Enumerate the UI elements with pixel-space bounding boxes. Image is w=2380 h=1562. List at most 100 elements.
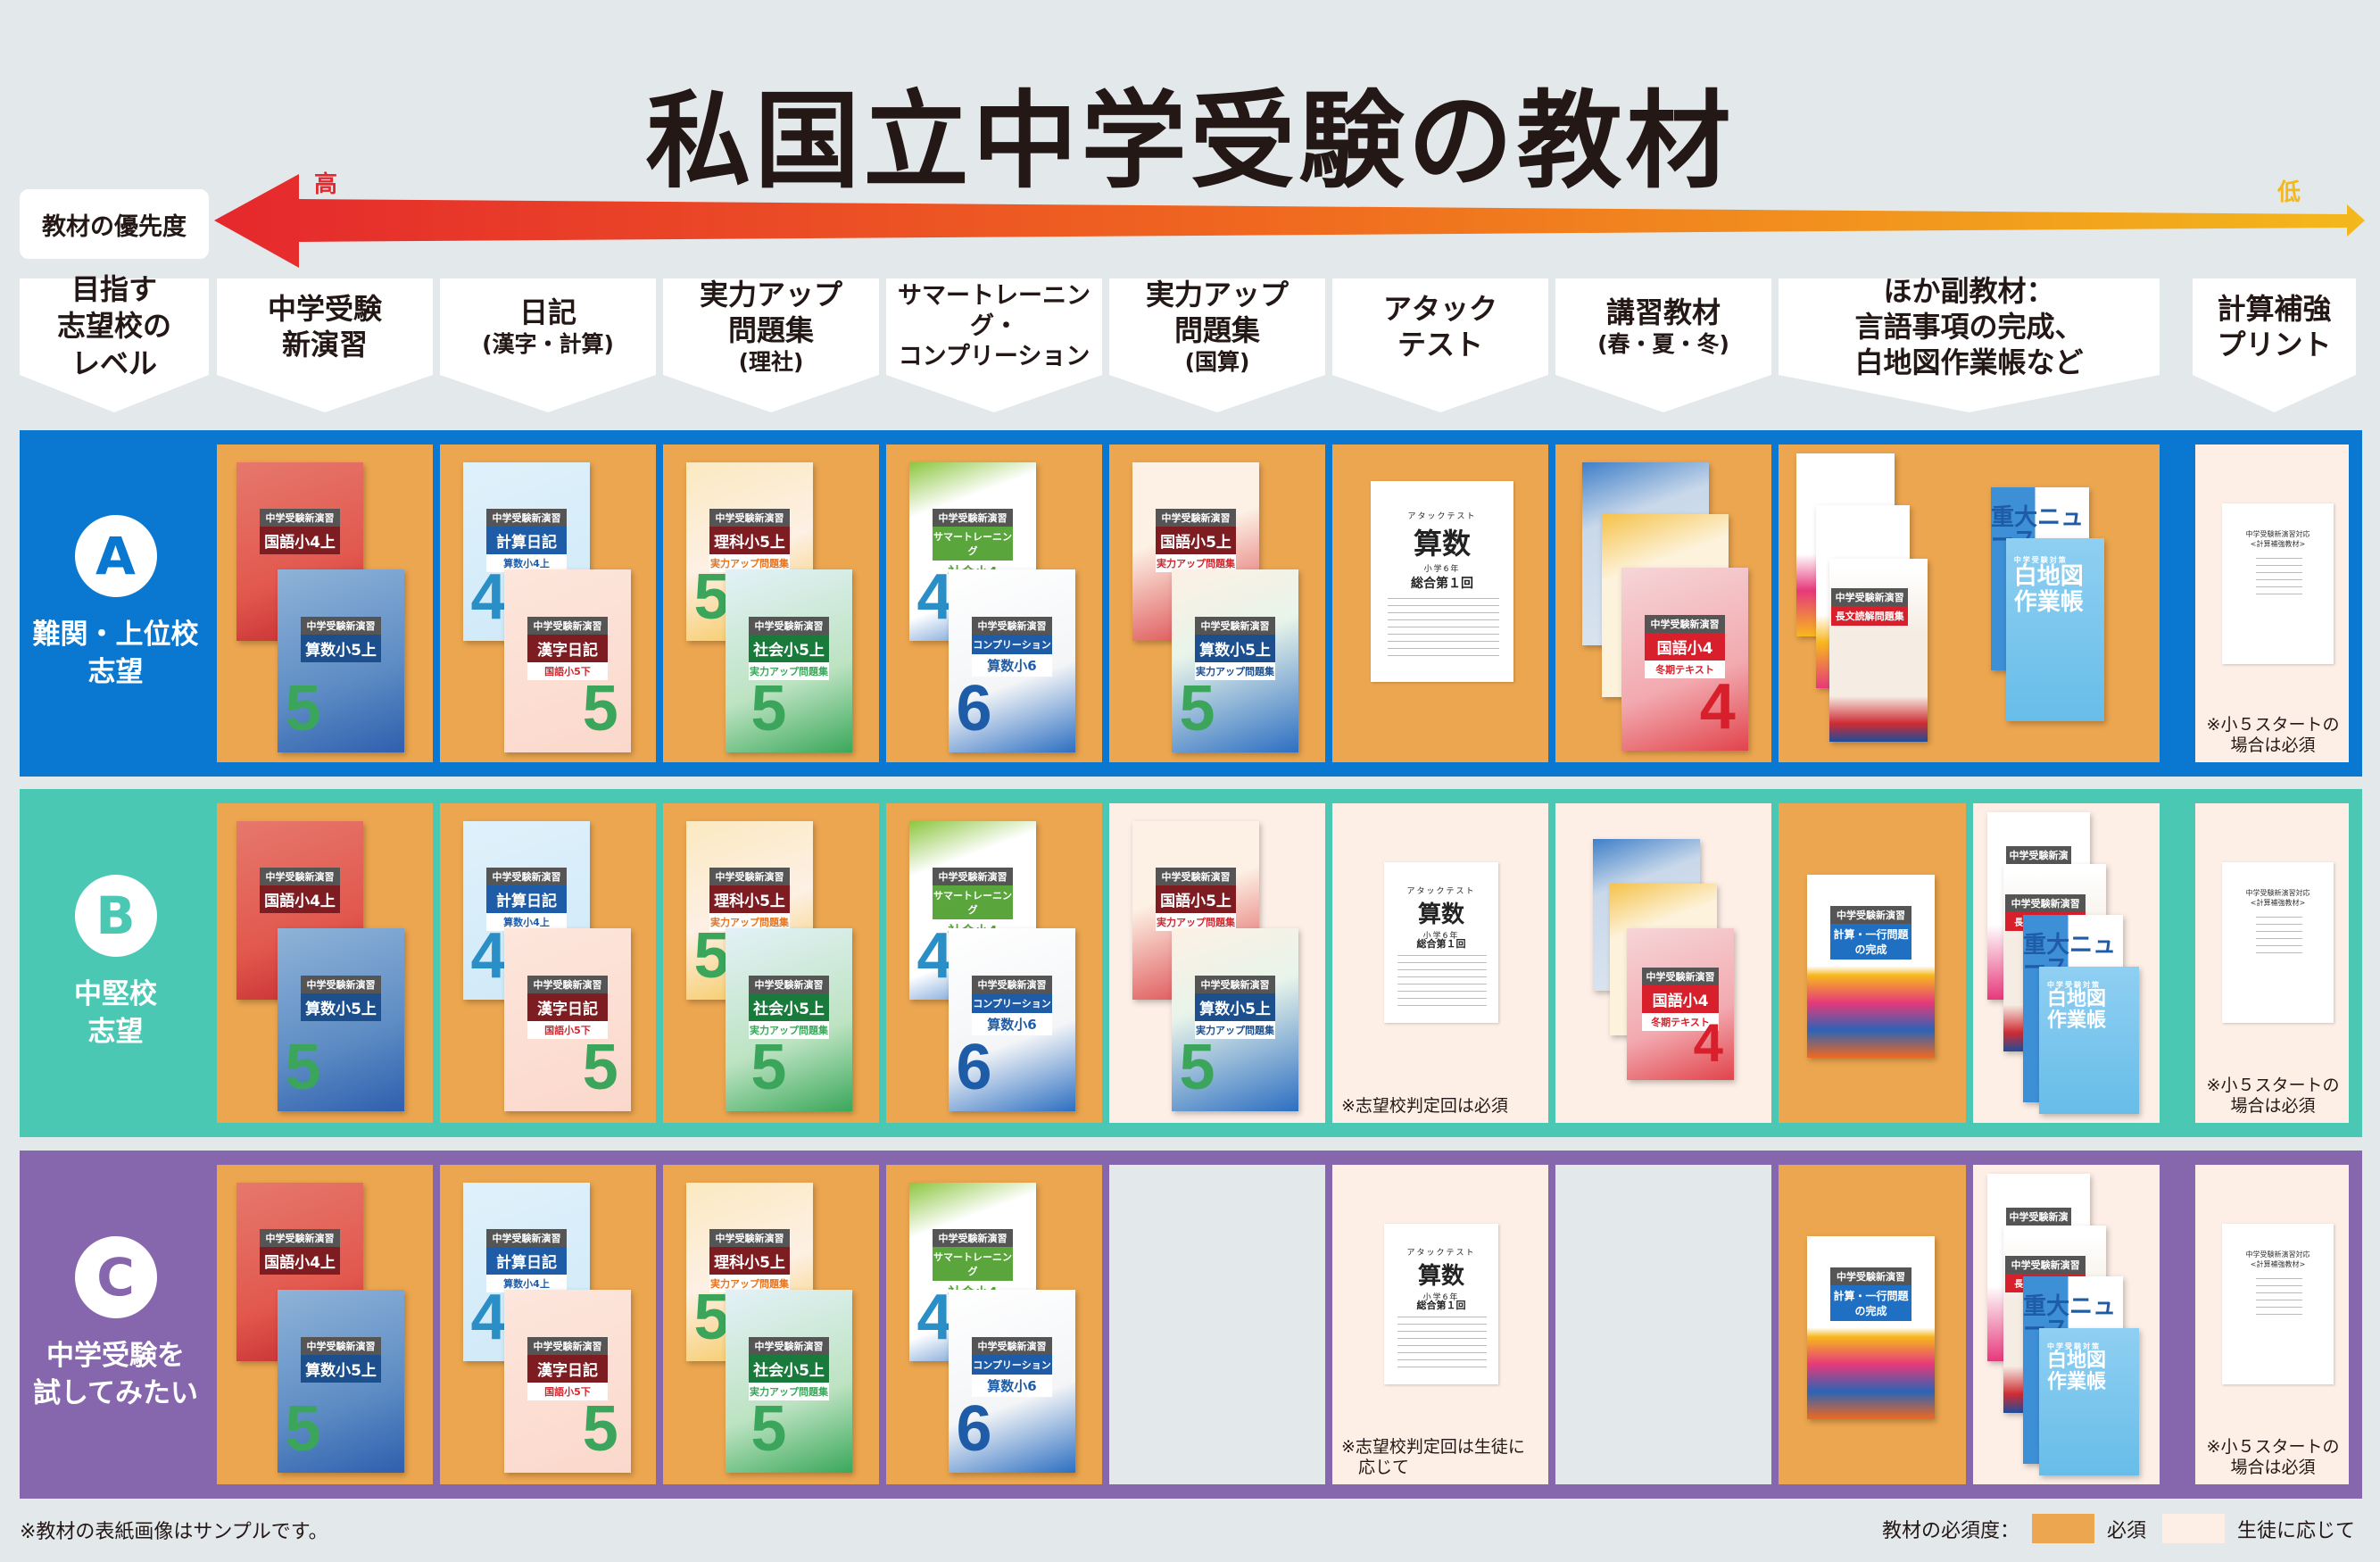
column-header-label: サマートレーニング・ コンプリーション — [898, 282, 1090, 370]
cover-complete-sansu-6: 中学受験新演習コンプリーション算数小6 6 — [949, 928, 1075, 1111]
level-label: 中堅校 志望 — [74, 978, 157, 1048]
cover-attack-test-sansu: アタックテスト算数小学6年 総合第１回 — [1384, 862, 1498, 1023]
cell-other-materials-required: 中学受験新演習計算・一行問題の完成 — [1779, 803, 1966, 1123]
column-header-level: 目指す 志望校の レベル — [20, 272, 209, 412]
level-label: 難関・上位校 志望 — [32, 619, 199, 688]
cell-summer-completion: 中学受験新演習サマートレーニング社会小4 4 中学受験新演習コンプリーション算数… — [886, 1165, 1102, 1484]
level-a: A 難関・上位校 志望 — [20, 430, 211, 777]
cell-jitsuryoku-kokusan: 中学受験新演習国語小5上実力アップ問題集 中学受験新演習算数小5上実力アップ問題… — [1109, 803, 1325, 1123]
cell-other-materials-required: 中学受験新演習計算・一行問題の完成 — [1779, 1165, 1966, 1484]
cell-shin-enshu: 中学受験新演習国語小4上 中学受験新演習算数小5上 5 — [217, 445, 433, 762]
priority-low-label: 低 — [2277, 179, 2301, 206]
cover-keisan-print: 中学受験新演習対応 <計算補強教材> — [2222, 1224, 2334, 1384]
column-header-label: 日記 — [518, 295, 576, 330]
cover-shirochizu: 中学受験対策白地図 作業帳 — [2039, 967, 2139, 1114]
cell-note: ※小５スタートの 場合は必須 — [2206, 1075, 2340, 1117]
cover-sansu-5-jitsuryoku: 中学受験新演習算数小5上実力アップ問題集 5 — [1172, 928, 1298, 1111]
cover-keisan-print: 中学受験新演習対応 <計算補強教材> — [2222, 503, 2334, 664]
column-header-label: 中学受験 新演習 — [267, 292, 382, 361]
cell-nikki: 中学受験新演習計算日記算数小4上 4 中学受験新演習漢字日記国語小5下 5 — [440, 445, 656, 762]
cover-kanji-nikki: 中学受験新演習漢字日記国語小5下 5 — [504, 569, 631, 752]
cover-shirochizu: 中学受験対策白地図 作業帳 — [2006, 538, 2104, 721]
level-badge: B — [74, 875, 157, 958]
level-label: 中学受験を 試してみたい — [32, 1340, 199, 1409]
cover-sansu-5-jitsuryoku: 中学受験新演習算数小5上実力アップ問題集 5 — [1172, 569, 1298, 752]
cover-shakai-5: 中学受験新演習社会小5上実力アップ問題集 5 — [726, 569, 852, 752]
column-header-sub: (春・夏・冬) — [1597, 331, 1729, 358]
cover-complete-sansu-6: 中学受験新演習コンプリーション算数小6 6 — [949, 569, 1075, 752]
level-c: C 中学受験を 試してみたい — [20, 1151, 211, 1499]
cell-jitsuryoku-rishakai: 中学受験新演習理科小5上実力アップ問題集 5 中学受験新演習社会小5上実力アップ… — [663, 803, 879, 1123]
column-header-keisan-print: 計算補強 プリント — [2193, 278, 2356, 412]
priority-arrow-icon — [214, 174, 2365, 268]
cover-keisan-ichigyo: 中学受験新演習計算・一行問題の完成 — [1807, 1236, 1935, 1419]
column-header-label: ほか副教材： 言語事項の完成、 白地図作業帳など — [1854, 274, 2084, 379]
cover-shakai-5: 中学受験新演習社会小5上実力アップ問題集 5 — [726, 928, 852, 1111]
cover-keisan-ichigyo: 中学受験新演習計算・一行問題の完成 — [1807, 875, 1935, 1058]
cover-rika-5: 中学受験新演習理科小5上実力アップ問題集 5 — [686, 1183, 813, 1361]
cell-shin-enshu: 中学受験新演習国語小4上 中学受験新演習算数小5上 5 — [217, 803, 433, 1123]
sample-note: ※教材の表紙画像はサンプルです。 — [20, 1521, 328, 1543]
column-header-label: アタック テスト — [1382, 292, 1497, 361]
legend-optional-label: 生徒に応じて — [2236, 1519, 2355, 1542]
cover-complete-sansu-6: 中学受験新演習コンプリーション算数小6 6 — [949, 1290, 1075, 1473]
cover-summer-shakai-4: 中学受験新演習サマートレーニング社会小4 4 — [909, 1183, 1036, 1361]
cell-nikki: 中学受験新演習計算日記算数小4上 4 中学受験新演習漢字日記国語小5下 5 — [440, 803, 656, 1123]
cover-choubun-dokkai: 中学受験新演習長文読解問題集 — [1829, 559, 1928, 742]
cell-jitsuryoku-kokusan-empty — [1109, 1165, 1325, 1484]
cell-attack-test: アタックテスト算数小学6年 総合第１回 ※志望校判定回は必須 — [1332, 803, 1548, 1123]
cover-attack-test-sansu: アタックテスト算数小学6年 総合第１回 — [1371, 481, 1513, 682]
level-badge: A — [74, 515, 157, 598]
column-header-sub: (漢字・計算) — [482, 331, 614, 358]
cell-jitsuryoku-kokusan: 中学受験新演習国語小5上実力アップ問題集 中学受験新演習算数小5上実力アップ問題… — [1109, 445, 1325, 762]
level-row-b: B 中堅校 志望 中学受験新演習国語小4上 中学受験新演習算数小5上 5 中学受… — [20, 789, 2362, 1137]
cell-keisan-print: 中学受験新演習対応 <計算補強教材> ※小５スタートの 場合は必須 — [2195, 1165, 2349, 1484]
cell-keisan-print: 中学受験新演習対応 <計算補強教材> ※小５スタートの 場合は必須 — [2195, 445, 2349, 762]
legend-optional-swatch — [2161, 1514, 2225, 1543]
legend-required-swatch — [2031, 1514, 2094, 1543]
cover-kanji-nikki: 中学受験新演習漢字日記国語小5下 5 — [504, 928, 631, 1111]
cell-note: ※小５スタートの 場合は必須 — [2206, 714, 2340, 756]
column-header-nikki: 日記(漢字・計算) — [440, 278, 656, 412]
cover-attack-test-sansu: アタックテスト算数小学6年 総合第１回 — [1384, 1224, 1498, 1384]
cover-sansu-5: 中学受験新演習算数小5上 5 — [278, 928, 404, 1111]
cell-summer-completion: 中学受験新演習サマートレーニング社会小4 4 中学受験新演習コンプリーション算数… — [886, 803, 1102, 1123]
column-header-label: 実力アップ 問題集 — [1145, 278, 1289, 348]
cell-note: ※小５スタートの 場合は必須 — [2206, 1436, 2340, 1478]
legend: 教材の必須度： 必須 生徒に応じて — [1882, 1514, 2355, 1543]
cell-koshu-empty — [1555, 1165, 1771, 1484]
cover-kanji-nikki: 中学受験新演習漢字日記国語小5下 5 — [504, 1290, 631, 1473]
cell-note: ※志望校判定回は生徒に 応じて — [1341, 1436, 1525, 1478]
cell-attack-test: アタックテスト算数小学6年 総合第１回 ※志望校判定回は生徒に 応じて — [1332, 1165, 1548, 1484]
column-header-label: 実力アップ 問題集 — [699, 278, 842, 348]
priority-high-label: 高 — [314, 171, 338, 198]
legend-required-label: 必須 — [2106, 1519, 2146, 1542]
cover-shirochizu: 中学受験対策白地図 作業帳 — [2039, 1328, 2139, 1475]
column-header-label: 目指す 志望校の レベル — [56, 271, 171, 380]
cell-keisan-print: 中学受験新演習対応 <計算補強教材> ※小５スタートの 場合は必須 — [2195, 803, 2349, 1123]
column-header-sub: (国算) — [1184, 349, 1250, 376]
column-header-summer-completion: サマートレーニング・ コンプリーション — [886, 278, 1102, 412]
cell-jitsuryoku-rishakai: 中学受験新演習理科小5上実力アップ問題集 5 中学受験新演習社会小5上実力アップ… — [663, 445, 879, 762]
level-row-a: A 難関・上位校 志望 中学受験新演習国語小4上 中学受験新演習算数小5上 5 … — [20, 430, 2362, 777]
cell-note: ※志望校判定回は必須 — [1341, 1096, 1508, 1117]
column-header-sub: (理社) — [738, 349, 804, 376]
column-header-label: 講習教材 — [1605, 295, 1721, 330]
column-header-label: 計算補強 プリント — [2217, 292, 2332, 361]
column-header-other-materials: ほか副教材： 言語事項の完成、 白地図作業帳など — [1779, 274, 2160, 412]
cell-summer-completion: 中学受験新演習サマートレーニング社会小4 4 中学受験新演習コンプリーション算数… — [886, 445, 1102, 762]
cover-rika-5: 中学受験新演習理科小5上実力アップ問題集 5 — [686, 821, 813, 1000]
legend-label: 教材の必須度： — [1881, 1519, 2019, 1542]
cover-keisan-nikki: 中学受験新演習計算日記算数小4上 4 — [463, 462, 590, 641]
cell-shin-enshu: 中学受験新演習国語小4上 中学受験新演習算数小5上 5 — [217, 1165, 433, 1484]
cover-kokugo-4: 中学受験新演習国語小4上 — [236, 462, 363, 641]
cell-nikki: 中学受験新演習計算日記算数小4上 4 中学受験新演習漢字日記国語小5下 5 — [440, 1165, 656, 1484]
column-header-koshu: 講習教材(春・夏・冬) — [1555, 278, 1771, 412]
